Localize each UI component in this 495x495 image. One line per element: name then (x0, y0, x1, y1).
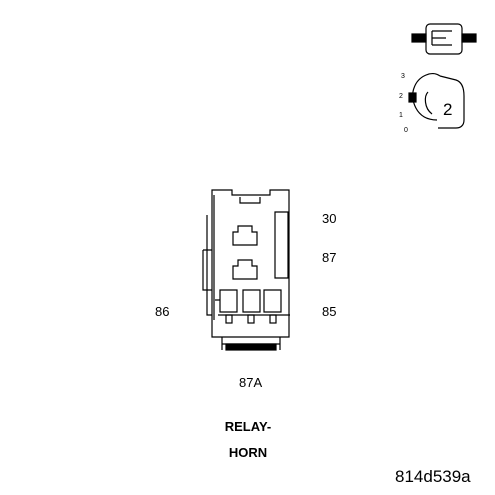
component-title-line1: RELAY- (224, 419, 272, 434)
ignition-key-icon (408, 73, 465, 129)
pin-label-86: 86 (155, 304, 170, 319)
position-label-1: 1 (399, 112, 403, 119)
position-label-2: 2 (399, 93, 403, 100)
position-label-0: 0 (404, 127, 408, 134)
component-title-line2: HORN (228, 445, 268, 460)
pin-label-87: 87 (322, 250, 337, 265)
pin-label-85: 85 (322, 304, 337, 319)
position-label-3: 3 (401, 73, 405, 80)
pin-label-30: 30 (322, 211, 337, 226)
pin-label-87a: 87A (239, 375, 263, 390)
figure-id: 814d539a (395, 467, 471, 486)
connector-side-view-icon (411, 23, 477, 55)
relay-connector-body (202, 189, 290, 351)
view-number: 2 (443, 100, 453, 119)
